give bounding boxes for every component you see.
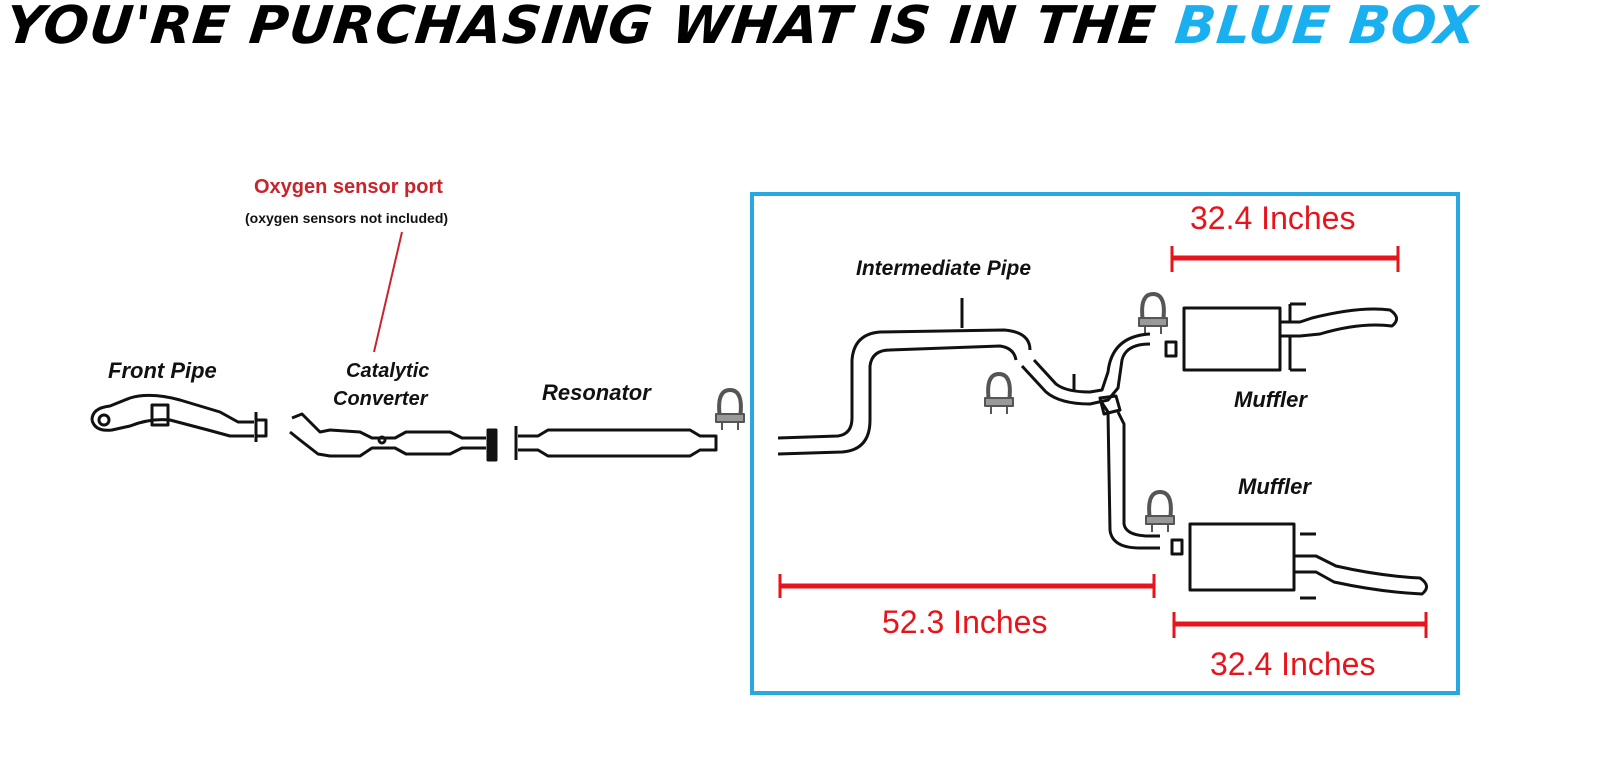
- clamp-icon: [1145, 490, 1175, 532]
- measure-intermediate: 52.3 Inches: [882, 604, 1048, 640]
- measurement-bars: [778, 246, 1428, 638]
- oxygen-sensor-callout: Oxygen sensor port: [254, 176, 443, 198]
- label-muffler-bottom: Muffler: [1238, 474, 1311, 499]
- clamp-icon: [984, 372, 1014, 414]
- blue-box-included-parts: [750, 192, 1460, 695]
- oxygen-sensor-note: (oxygen sensors not included): [245, 210, 449, 226]
- muffler-top-drawing: [1164, 302, 1398, 372]
- label-catalytic-2: Converter: [333, 388, 428, 410]
- label-catalytic-1: Catalytic: [346, 360, 430, 382]
- label-intermediate-pipe: Intermediate Pipe: [856, 257, 1032, 280]
- label-resonator: Resonator: [542, 380, 651, 405]
- clamp-icons: [715, 292, 1175, 532]
- callout-line: [373, 231, 403, 353]
- catalytic-converter-drawing: [289, 412, 498, 462]
- resonator-drawing: [514, 426, 718, 460]
- front-pipe-drawing: [90, 393, 268, 442]
- measure-bottom: 32.4 Inches: [1210, 646, 1376, 682]
- muffler-bottom-drawing: [1170, 522, 1428, 600]
- label-front-pipe: Front Pipe: [108, 358, 217, 383]
- label-muffler-top: Muffler: [1234, 387, 1307, 412]
- clamp-icon: [715, 388, 745, 430]
- measure-top: 32.4 Inches: [1190, 200, 1356, 236]
- clamp-icon: [1138, 292, 1168, 334]
- intermediate-pipe-drawing: [777, 298, 1160, 550]
